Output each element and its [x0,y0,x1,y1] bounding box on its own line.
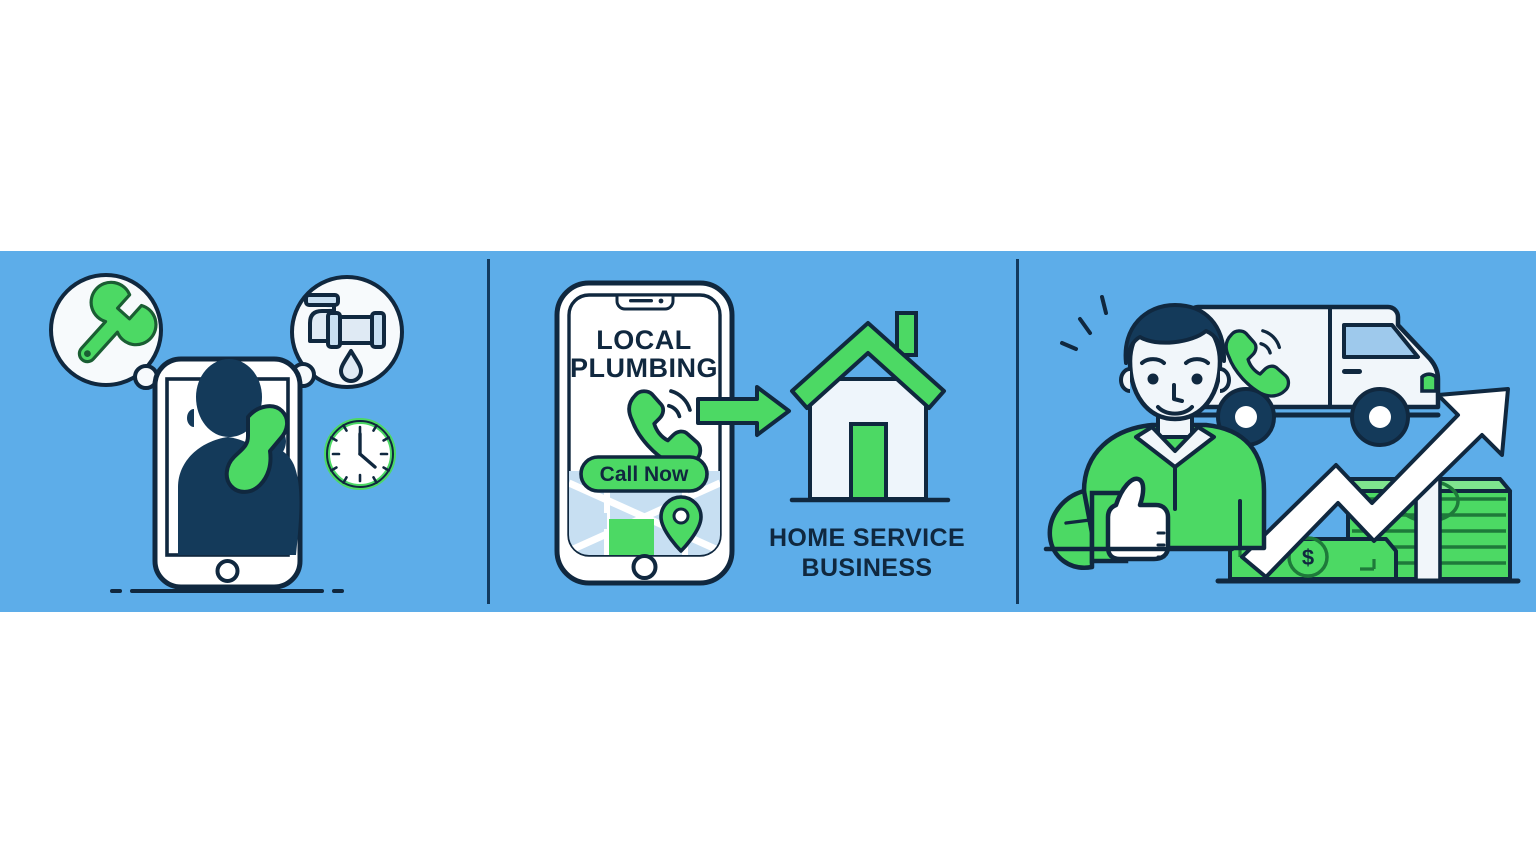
trending-up-arrow-icon [1240,387,1510,579]
wrench-icon [77,280,158,364]
panel-divider-2 [1016,259,1019,604]
panel2-caption-line1: HOME SERVICE [769,524,965,552]
panel-2-graphic: LOCAL PLUMBING Call Now [554,280,965,586]
leaky-pipe-icon [304,293,386,383]
call-now-label: Call Now [600,463,689,486]
service-van-icon [1177,304,1441,447]
panel2-caption-line2: BUSINESS [801,554,932,582]
panel-business-growth: $ [1018,251,1536,612]
smartphone-search-result: LOCAL PLUMBING Call Now [554,280,735,586]
house-icon [789,311,951,503]
panel-1-graphic [49,273,404,593]
clock-icon [324,418,396,490]
thought-bubble-pipe [277,275,404,403]
call-now-button[interactable]: Call Now [579,455,709,493]
panel-customer-calling [0,251,488,612]
phone-handset-icon [224,404,289,494]
map-pin-icon [659,495,703,553]
panel-local-plumbing: LOCAL PLUMBING Call Now [489,251,1017,612]
smartphone-icon [152,356,303,590]
panel-divider-1 [487,259,490,604]
phone-heading-line1: LOCAL [596,325,691,355]
phone-heading-line2: PLUMBING [570,353,718,383]
excitement-lines [1060,295,1108,351]
thumbs-up-person-icon [1043,295,1267,570]
arrow-right-icon [696,385,791,437]
thought-bubble-wrench [49,273,173,406]
panel-3-graphic: $ [1043,295,1521,584]
banner-illustration: LOCAL PLUMBING Call Now [0,251,1536,612]
van-phone-ringing-icon [1224,329,1291,398]
dollar-symbol: $ [1302,545,1314,570]
phone-ringing-icon [627,389,703,468]
